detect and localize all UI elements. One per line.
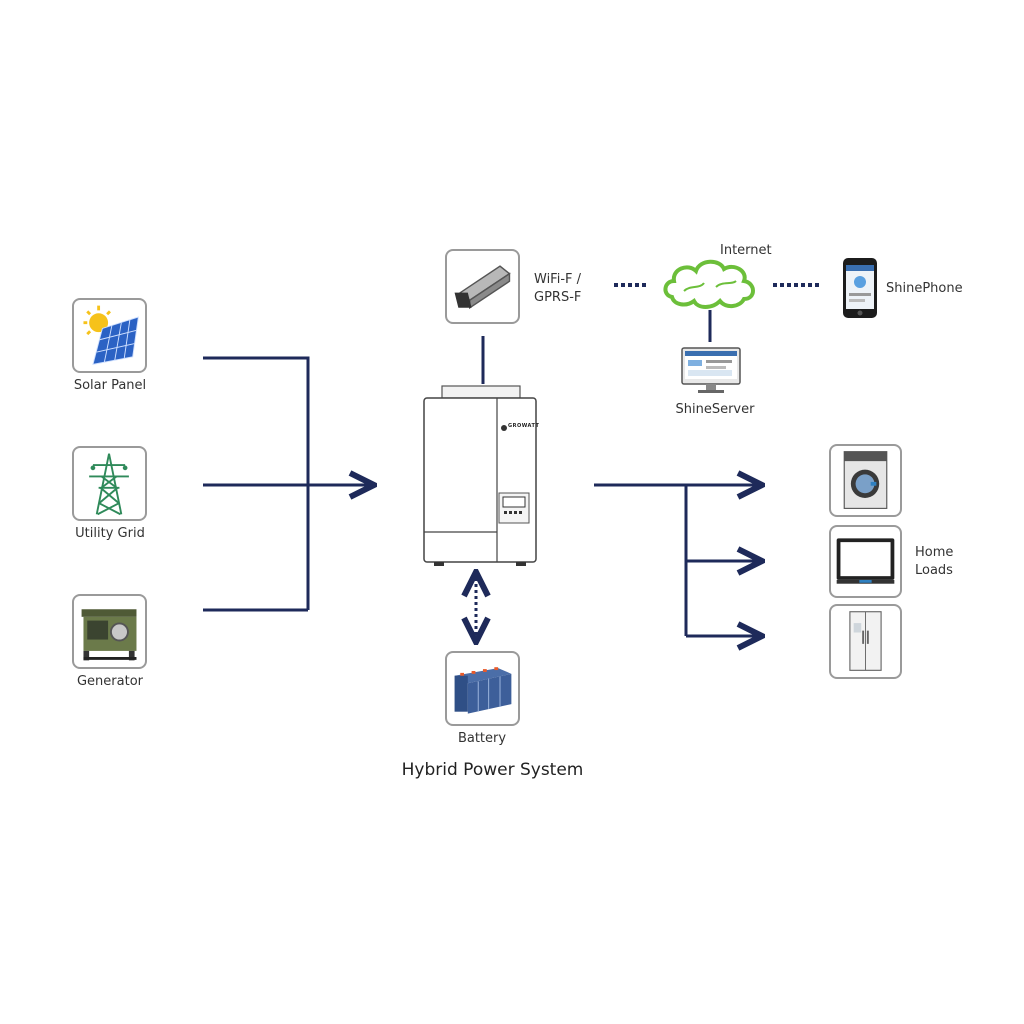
inverter-brand: GROWATT (508, 423, 540, 429)
shinephone-label: ShinePhone (886, 281, 963, 296)
fridge-box (829, 604, 902, 679)
wifi-dongle-icon (454, 265, 511, 310)
generator-label: Generator (76, 674, 143, 689)
generator-box (72, 594, 147, 669)
washer-box (829, 444, 902, 517)
washing-machine-icon (843, 451, 888, 509)
pylon-icon (89, 453, 129, 516)
shineserver-monitor (680, 346, 742, 394)
battery-icon (454, 667, 512, 714)
generator-icon (81, 609, 137, 661)
shineserver-label: ShineServer (675, 402, 755, 417)
tv-box (829, 525, 902, 598)
shinephone-device (842, 257, 878, 319)
solar-panel-icon (83, 305, 139, 365)
refrigerator-icon (849, 611, 882, 671)
battery-label: Battery (457, 731, 507, 746)
wifi-dongle-box (445, 249, 520, 324)
solar-panel-box (72, 298, 147, 373)
utility-grid-label: Utility Grid (75, 526, 145, 541)
wifi-dongle-label-line2: GPRS-F (534, 290, 582, 305)
solar-wire (203, 356, 310, 610)
diagram-title: Hybrid Power System (401, 760, 584, 780)
inverter-unit: GROWATT (420, 385, 540, 570)
solar-panel-label: Solar Panel (73, 378, 147, 393)
inverter-icon (423, 385, 537, 566)
internet-label: Internet (720, 243, 772, 258)
smartphone-icon (843, 258, 877, 318)
utility-grid-box (72, 446, 147, 521)
monitor-icon (681, 347, 741, 393)
cloud-icon (663, 259, 755, 309)
home-loads-label-line1: Home (915, 545, 954, 560)
internet-cloud (660, 255, 760, 310)
home-loads-label-line2: Loads (915, 563, 953, 578)
wifi-dongle-label: WiFi-F / (534, 272, 582, 287)
battery-box (445, 651, 520, 726)
television-icon (836, 538, 895, 584)
